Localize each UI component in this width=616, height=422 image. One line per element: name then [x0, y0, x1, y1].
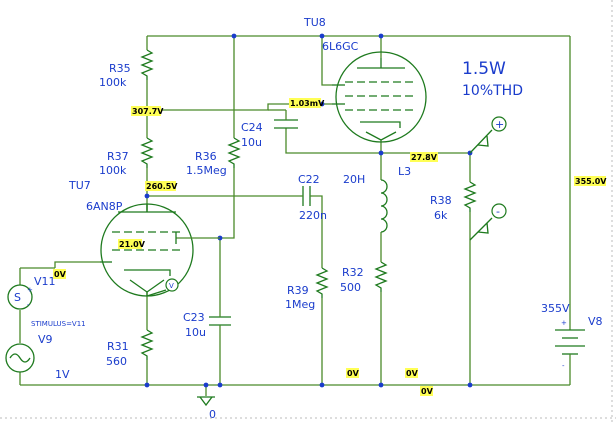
r35-ref: R35: [109, 62, 131, 75]
r31-ref: R31: [107, 340, 129, 353]
r38-value: 6k: [434, 209, 448, 222]
voltage-text-0-b: 0V: [406, 369, 419, 378]
tu7-ref: TU7: [68, 179, 91, 192]
v9-ref: V9: [38, 333, 53, 346]
voltage-text-1-03: 1.03mV: [290, 99, 325, 108]
voltage-tag-355: 355.0V: [574, 176, 607, 186]
output-probe-minus: [469, 203, 507, 241]
c22-value: 220n: [299, 209, 327, 222]
voltage-tag-307: 307.7V: [131, 106, 164, 116]
voltage-tag-21: 21.0V: [118, 239, 146, 249]
voltage-text-260: 260.5V: [146, 182, 178, 191]
thd-label: 10%THD: [462, 83, 523, 99]
r39-value: 1Meg: [285, 298, 315, 311]
tu8-tube: [332, 51, 427, 143]
voltage-tag-27-8: 27.8V: [410, 152, 438, 162]
voltage-tag-0-in: 0V: [53, 269, 67, 279]
r38-ref: R38: [430, 194, 452, 207]
c24-ref: C24: [241, 121, 263, 134]
voltage-text-307: 307.7V: [132, 107, 164, 116]
r37-resistor: [140, 137, 154, 168]
v11-source: [7, 284, 33, 310]
c23-value: 10u: [185, 326, 206, 339]
v8-battery: [555, 329, 585, 356]
c23-capacitor: [209, 315, 231, 330]
v9-value: 1V: [55, 368, 70, 381]
v8-value: 355V: [541, 302, 570, 315]
r38-resistor: [463, 181, 477, 212]
v11-plus: +: [27, 286, 33, 294]
ground-label: 0: [209, 408, 216, 421]
v9-source: [5, 343, 35, 373]
r35-value: 100k: [99, 76, 127, 89]
r37-value: 100k: [99, 164, 127, 177]
r39-resistor: [315, 267, 329, 298]
voltage-tag-1-03: 1.03mV: [289, 98, 325, 108]
voltage-tag-0-b: 0V: [405, 368, 419, 378]
voltage-text-0-a: 0V: [347, 369, 360, 378]
c24-value: 10u: [241, 136, 262, 149]
c23-ref: C23: [183, 311, 205, 324]
v11-stimulus: STIMULUS=V11: [31, 320, 86, 328]
voltage-text-0-in: 0V: [54, 270, 67, 279]
voltage-tag-0-a: 0V: [346, 368, 360, 378]
r32-ref: R32: [342, 266, 364, 279]
l3-inductor: [380, 179, 388, 233]
tu8-ref: TU8: [303, 16, 326, 29]
voltage-text-355: 355.0V: [575, 177, 607, 186]
tu7-value: 6AN8P: [86, 200, 123, 213]
r32-value: 500: [340, 281, 361, 294]
c24-capacitor: [274, 109, 298, 129]
r35-resistor: [140, 49, 154, 80]
c22-ref: C22: [298, 173, 320, 186]
v11-s-symbol: S: [14, 291, 21, 304]
power-label: 1.5W: [462, 59, 506, 79]
r36-value: 1.5Meg: [186, 164, 227, 177]
ground-symbol: [197, 396, 215, 407]
tu7-tube: [100, 203, 220, 297]
tu8-value: 6L6GC: [322, 40, 359, 53]
r36-ref: R36: [195, 150, 217, 163]
l3-ref: L3: [398, 165, 411, 178]
voltage-text-0-c: 0V: [421, 387, 434, 396]
probe-minus-sign: -: [496, 205, 500, 218]
output-probe-plus: [469, 116, 507, 154]
voltage-text-21: 21.0V: [119, 240, 146, 249]
v11-minus: -: [27, 301, 30, 309]
v-probe: [146, 278, 179, 297]
r31-resistor: [140, 329, 154, 360]
r32-resistor: [374, 261, 388, 292]
r31-value: 560: [106, 355, 127, 368]
voltage-tag-0-c: 0V: [420, 386, 434, 396]
voltage-tag-260: 260.5V: [145, 181, 178, 191]
probe-v-label: V: [169, 282, 174, 290]
l3-value: 20H: [343, 173, 365, 186]
v11-ref: V11: [34, 275, 56, 288]
probe-plus-sign: +: [495, 118, 504, 131]
r39-ref: R39: [287, 284, 309, 297]
c22-capacitor: [300, 186, 312, 206]
v8-plus: +: [561, 319, 567, 327]
v8-ref: V8: [588, 315, 603, 328]
voltage-text-27-8: 27.8V: [411, 153, 438, 162]
r36-resistor: [227, 137, 241, 168]
r37-ref: R37: [107, 150, 129, 163]
v8-minus: -: [562, 362, 565, 370]
